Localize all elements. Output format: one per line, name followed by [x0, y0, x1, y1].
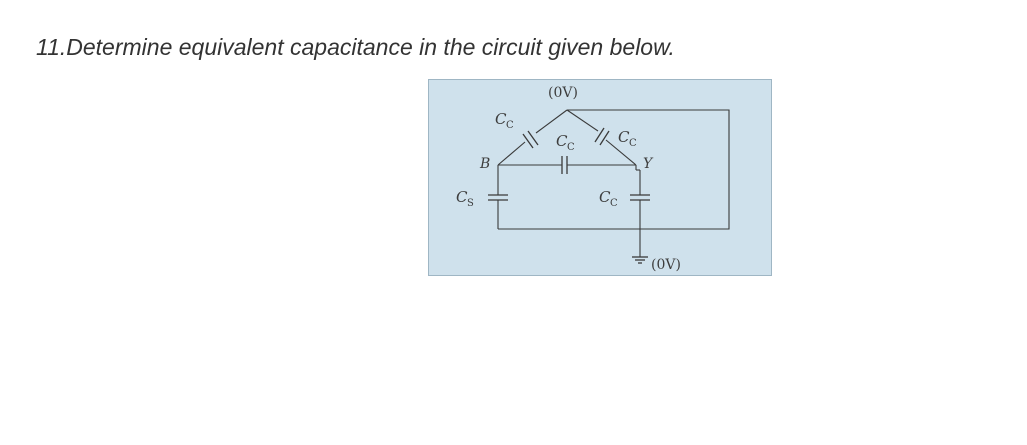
svg-text:C: C — [618, 128, 630, 146]
node-y-label: Y — [643, 156, 654, 172]
question-text: 11.Determine equivalent capacitance in t… — [36, 34, 675, 60]
label-cap-right: C C — [599, 188, 618, 209]
svg-text:C: C — [556, 132, 568, 150]
svg-text:C: C — [506, 120, 514, 131]
label-cap-middle: C C — [556, 132, 575, 153]
cap-top-right-plate-2 — [599, 130, 610, 146]
svg-text:C: C — [599, 188, 611, 206]
node-b-label: B — [479, 156, 490, 172]
circuit-diagram: (0V) — [428, 79, 772, 276]
cap-top-left-plate-1 — [522, 133, 534, 149]
wire-top-left-b — [497, 141, 526, 166]
wire-top-left-a — [535, 109, 568, 134]
wire-top-right-b — [605, 139, 637, 166]
svg-text:C: C — [495, 110, 507, 128]
wire-top-right-a — [566, 109, 599, 132]
diagram-background — [428, 79, 772, 276]
svg-text:C: C — [610, 198, 618, 209]
svg-text:C: C — [456, 188, 468, 206]
label-cap-top-left: C C — [495, 110, 514, 131]
top-voltage-label: (0V) — [548, 85, 578, 101]
svg-text:C: C — [567, 142, 575, 153]
svg-text:C: C — [629, 138, 637, 149]
circuit-svg: (0V) — [428, 79, 772, 276]
ground-voltage-label: (0V) — [651, 257, 681, 273]
ground-icon — [632, 256, 648, 264]
svg-text:S: S — [467, 198, 474, 209]
label-cap-s: C S — [456, 188, 474, 209]
label-cap-top-right: C C — [618, 128, 637, 149]
cap-top-right-plate-1 — [594, 127, 605, 143]
cap-top-left-plate-2 — [527, 130, 539, 146]
outer-loop-wire — [567, 109, 730, 230]
